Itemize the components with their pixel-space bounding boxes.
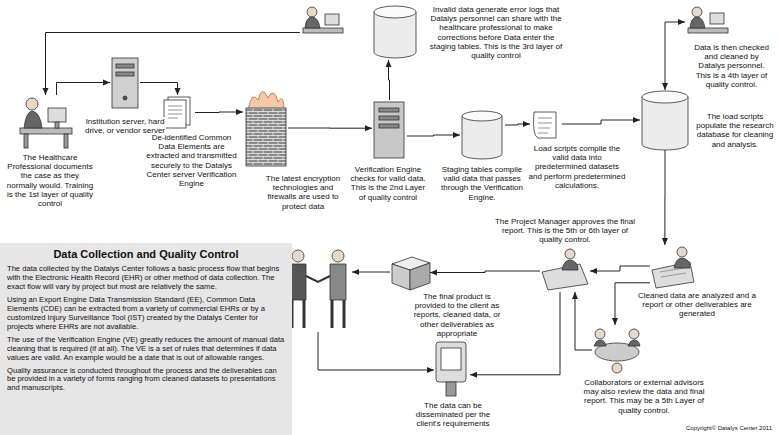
step-caption: Invalid data generate error logs that Da…	[425, 5, 567, 60]
process-step: The Healthcare Professional documents th…	[18, 95, 73, 150]
server-icon	[112, 58, 138, 108]
flow-arrow	[288, 128, 372, 129]
flow-arrow	[57, 83, 111, 96]
process-step: The latest encryption technologies and f…	[243, 88, 288, 168]
server-icon	[374, 102, 404, 158]
step-caption: Cleaned data are analyzed and a report o…	[636, 291, 758, 319]
flow-arrow	[664, 150, 665, 245]
step-caption: The Project Manager approves the final r…	[494, 217, 636, 245]
step-caption: Staging tables compile valid data that p…	[440, 165, 524, 202]
step-caption: The Healthcare Professional documents th…	[6, 153, 94, 208]
flow-arrow	[505, 124, 530, 125]
flow-arrow	[407, 135, 460, 136]
process-step: Verification Engine checks for valid dat…	[372, 100, 407, 160]
firewall-icon	[246, 91, 286, 166]
desk-person-icon	[20, 98, 72, 148]
flow-arrow	[562, 120, 640, 124]
process-step: The load scripts populate the research d…	[640, 90, 690, 150]
process-step: Institution server, hard drive, or vendo…	[110, 55, 140, 110]
step-caption: De-identified Common Data Elements are e…	[144, 133, 239, 188]
analyst-icon	[652, 247, 694, 288]
flow-arrow	[195, 112, 243, 114]
panel-paragraph: Using an Export Engine Data Transmission…	[7, 296, 285, 332]
process-step: Invalid data generate error logs that Da…	[300, 5, 418, 60]
kiosk-icon	[436, 342, 466, 396]
process-step: Collaborators or external advisors may a…	[592, 325, 642, 375]
step-caption: The load scripts populate the research d…	[695, 112, 775, 149]
flow-arrow	[430, 271, 540, 273]
process-step: Data is then checked and cleaned by Data…	[685, 3, 730, 41]
process-step: Staging tables compile valid data that p…	[460, 110, 505, 160]
panel-paragraph: The use of the Verification Engine (VE) …	[7, 336, 285, 363]
handshake-icon	[290, 250, 346, 328]
flow-arrow	[665, 22, 685, 90]
info-panel: Data Collection and Quality ControlThe d…	[0, 243, 292, 435]
database-icon	[462, 111, 502, 159]
flow-arrow	[389, 60, 390, 100]
step-caption: The latest encryption technologies and f…	[258, 174, 348, 211]
step-caption: Verification Engine checks for valid dat…	[350, 165, 426, 202]
panel-paragraph: The data collected by the Datalys Center…	[7, 265, 285, 292]
manager-icon	[542, 249, 588, 290]
database-icon	[642, 91, 688, 150]
step-caption: The final product is provided to the cli…	[408, 292, 506, 338]
script-icon	[534, 112, 557, 138]
process-step: Cleaned data are analyzed and a report o…	[650, 245, 695, 287]
documents-icon	[164, 97, 190, 128]
database-icon	[374, 6, 416, 58]
meeting-icon	[594, 329, 640, 373]
process-step: De-identified Common Data Elements are e…	[160, 95, 195, 130]
process-step: The final product is provided to the cli…	[390, 255, 430, 290]
flow-arrow	[590, 266, 650, 271]
flow-arrow	[46, 33, 301, 96]
desk-person-icon	[303, 7, 343, 33]
process-step: The data can be disseminated per the cli…	[432, 340, 470, 398]
process-step: The Project Manager approves the final r…	[540, 250, 590, 292]
step-caption: Load scripts compile the valid data into…	[528, 144, 626, 190]
flow-arrow	[575, 292, 592, 350]
flow-line	[352, 272, 390, 273]
step-caption: Collaborators or external advisors may a…	[576, 378, 712, 415]
desk-person-icon	[688, 7, 728, 33]
package-icon	[392, 257, 430, 290]
step-caption: The data can be disseminated per the cli…	[404, 401, 502, 429]
panel-paragraph: Quality assurance is conducted throughou…	[7, 367, 285, 394]
process-step: Load scripts compile the valid data into…	[530, 108, 562, 140]
flow-arrow	[140, 83, 178, 96]
step-caption: Data is then checked and cleaned by Data…	[690, 43, 773, 89]
panel-heading: Data Collection and Quality Control	[7, 248, 285, 260]
copyright-note: Copyright© Datalys Center 2011	[686, 425, 772, 431]
